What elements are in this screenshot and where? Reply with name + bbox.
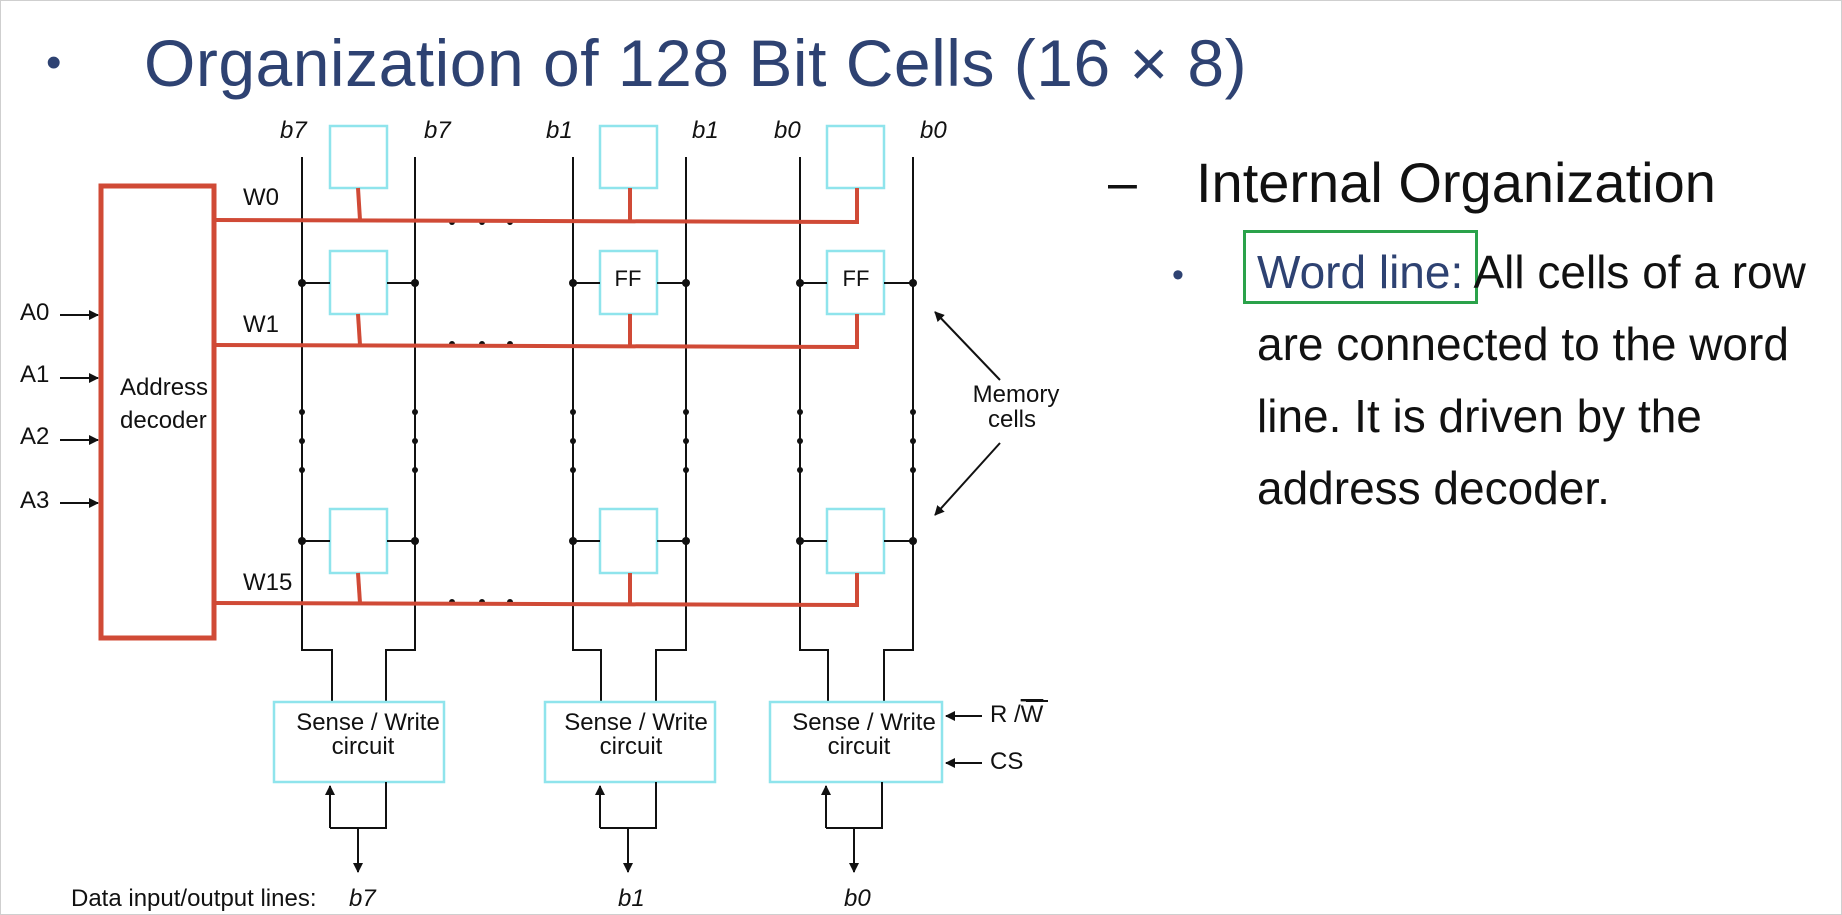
sense-write-label: circuit (600, 733, 663, 760)
memory-cell (825, 507, 886, 575)
junction-dots (298, 279, 917, 545)
address-decoder (98, 183, 217, 641)
ff-label-1: FF (615, 266, 642, 291)
bit-label-b1: b1 (546, 117, 573, 144)
word-line-highlight-box (1243, 230, 1478, 304)
address-input-a1: A1 (20, 361, 49, 388)
data-bit-b1: b1 (618, 885, 645, 912)
bit-label-b7-complement: b7 (424, 117, 452, 144)
sense-write-circuit (543, 700, 717, 784)
cs-label: CS (990, 748, 1023, 775)
rw-label: R /W (990, 701, 1044, 728)
slide-title: Organization of 128 Bit Cells (16 × 8) (144, 26, 1248, 100)
bit-lines (301, 157, 914, 702)
memory-cell (598, 507, 659, 575)
word-line-text: All cells of a row are connected to the … (1257, 246, 1806, 514)
bit-labels: b7 b7 b1 b1 b0 b0 (280, 117, 947, 144)
bit-label-b7: b7 (280, 117, 308, 144)
memory-cell (598, 124, 659, 190)
address-inputs: A0 A1 A2 A3 (20, 299, 49, 514)
memory-cells-label-2: cells (988, 406, 1036, 433)
address-input-arrows (60, 310, 99, 508)
sense-write-label: circuit (828, 733, 891, 760)
memory-cell (328, 249, 389, 316)
bit-label-b0-complement: b0 (920, 117, 947, 144)
bullet-dot: • (1172, 256, 1184, 294)
control-arrows (945, 711, 982, 768)
title-row: • Organization of 128 Bit Cells (16 × 8) (46, 18, 1247, 108)
word-line-labels: W0 W1 W15 (243, 184, 292, 596)
bit-label-b1-complement: b1 (692, 117, 719, 144)
cell-bitline-connections (302, 282, 913, 542)
sense-write-label: Sense / Write (792, 709, 936, 736)
subheading-dash: – (1108, 153, 1137, 212)
subheading-row: – Internal Organization (1108, 150, 1716, 215)
memory-cell-grid (328, 124, 886, 575)
data-bit-labels: b7 b1 b0 (349, 885, 871, 912)
word-line-label-w15: W15 (243, 569, 292, 596)
sense-write-circuit (272, 700, 446, 784)
memory-cells-label-1: Memory (973, 381, 1060, 408)
data-bit-b7: b7 (349, 885, 377, 912)
sense-write-label: Sense / Write (296, 709, 440, 736)
ff-label-2: FF (843, 266, 870, 291)
word-line-label-w1: W1 (243, 311, 279, 338)
decoder-label-1: Address (120, 374, 208, 401)
decoder-label-2: decoder (120, 407, 207, 434)
memory-cell (328, 507, 389, 575)
memory-cells-arrows (934, 311, 1001, 516)
word-line-keyword: Word line: (1257, 246, 1464, 298)
sense-write-labels: Sense / Write circuit Sense / Write circ… (296, 709, 936, 760)
sense-write-label: Sense / Write (564, 709, 708, 736)
subheading: Internal Organization (1196, 151, 1716, 214)
sense-write-label: circuit (332, 733, 395, 760)
word-line-description: Word line: All cells of a row are connec… (1257, 236, 1817, 524)
address-input-a0: A0 (20, 299, 49, 326)
data-bit-b0: b0 (844, 885, 871, 912)
bit-label-b0: b0 (774, 117, 801, 144)
address-input-a3: A3 (20, 487, 49, 514)
word-line-label-w0: W0 (243, 184, 279, 211)
word-lines (213, 187, 859, 608)
address-input-a2: A2 (20, 423, 49, 450)
sense-write-circuits (272, 700, 944, 784)
sense-write-circuit (768, 700, 944, 784)
title-bullet: • (46, 38, 62, 87)
data-lines-label: Data input/output lines: (71, 885, 317, 912)
memory-cell (825, 124, 886, 190)
data-io-lines (325, 782, 883, 873)
memory-cell (328, 124, 389, 190)
